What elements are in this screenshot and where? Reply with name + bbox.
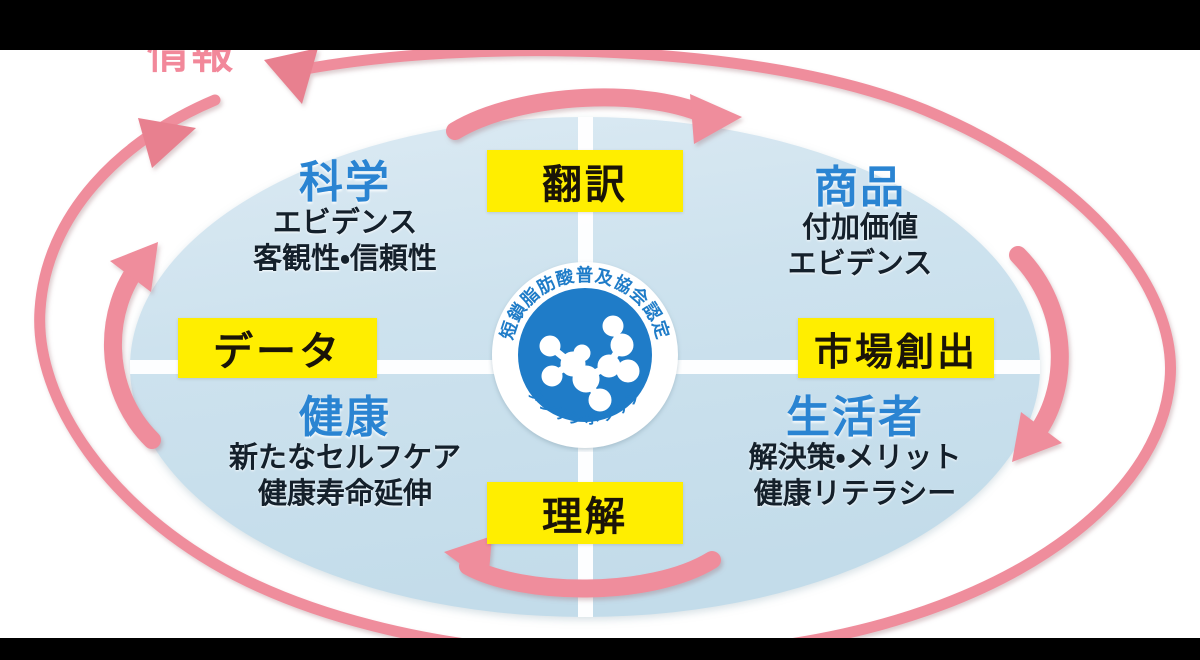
quadrant-consumer: 生活者 解決策・メリット 健康リテラシー <box>685 393 1025 512</box>
quadrant-science-line-1: エビデンス <box>272 207 418 240</box>
quadrant-product-line-1: 付加価値 <box>801 212 918 245</box>
chip-translate: 翻訳 <box>487 150 683 212</box>
inner-arrow-top <box>446 88 742 144</box>
quadrant-health-line-1: 新たなセルフケア <box>228 442 461 475</box>
letterbox-bar-bottom <box>0 638 1200 660</box>
quadrant-product-line-2: エビデンス <box>787 247 933 280</box>
quadrant-consumer-line-1: 解決策・メリット <box>748 442 962 475</box>
quadrant-consumer-line-2: 健康リテラシー <box>753 477 957 510</box>
inner-arrow-left <box>103 242 161 449</box>
quadrant-science: 科学 エビデンス 客観性・信頼性 <box>185 158 505 277</box>
letterbox-bar-top <box>0 0 1200 50</box>
quadrant-product: 商品 付加価値 エビデンス <box>700 163 1020 282</box>
quadrant-science-line-2: 客観性・信頼性 <box>253 242 437 275</box>
inner-arrow-bottom <box>444 536 721 598</box>
quadrant-science-heading: 科学 <box>299 158 391 207</box>
quadrant-health-heading: 健康 <box>299 393 391 442</box>
quadrant-consumer-heading: 生活者 <box>786 393 924 442</box>
molecule-icon <box>539 315 640 412</box>
quadrant-health-line-2: 健康寿命延伸 <box>257 477 432 510</box>
chip-data: データ <box>178 318 377 378</box>
certification-seal: 短鎖脂肪酸普及協会認定 タンサシボウサン <box>488 258 682 452</box>
quadrant-product-heading: 商品 <box>814 163 906 212</box>
quadrant-health: 健康 新たなセルフケア 健康寿命延伸 <box>180 393 510 512</box>
outer-cycle-arrow <box>34 45 1176 660</box>
chip-understand: 理解 <box>487 482 683 544</box>
inner-arrow-right <box>1009 246 1069 462</box>
chip-market: 市場創出 <box>798 318 994 378</box>
